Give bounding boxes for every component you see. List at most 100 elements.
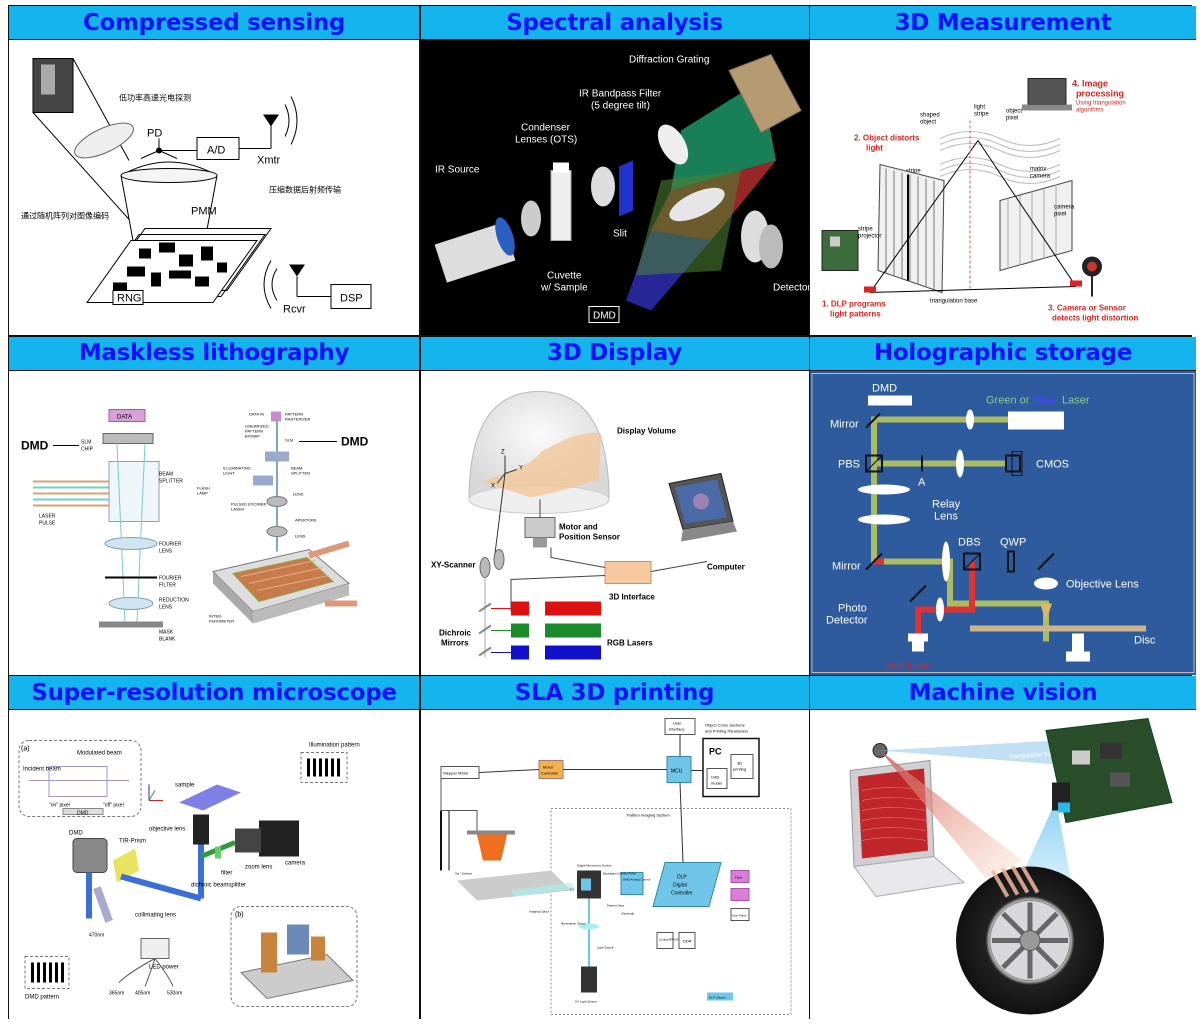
svg-text:Laser: Laser [1062, 394, 1090, 406]
svg-text:LENS: LENS [295, 533, 306, 538]
camera-plane [999, 179, 1073, 272]
panel-title: Holographic storage [873, 340, 1133, 366]
svg-text:LIGHT: LIGHT [223, 470, 235, 475]
svg-text:Pattern Imaging System: Pattern Imaging System [627, 813, 670, 818]
svg-text:collimating lens: collimating lens [135, 913, 176, 919]
objective-lens [193, 814, 209, 845]
dmd-label: DMD [593, 311, 616, 322]
svg-text:Motor: Motor [543, 765, 554, 770]
photo-detector [908, 633, 928, 641]
compressed-sensing-svg: PD A/D Xmtr 低功率高速光电探测 压缩数据后射频传输 通过随机阵列对图… [21, 58, 372, 316]
panel-title: SLA 3D printing [514, 679, 715, 706]
pbs [865, 454, 883, 472]
svg-text:Stepper Motor: Stepper Motor [443, 771, 469, 776]
svg-text:printing: printing [733, 767, 746, 772]
cn-top-label: 低功率高速光电探测 [119, 93, 191, 103]
pc-label: PC [709, 747, 722, 757]
svg-text:(5 degree tilt): (5 degree tilt) [591, 101, 650, 112]
svg-text:Illumination Optics: Illumination Optics [561, 922, 586, 926]
svg-text:Digital Micromirror Device: Digital Micromirror Device [577, 864, 612, 868]
svg-text:LED power: LED power [149, 965, 179, 971]
svg-text:PATTERN: PATTERN [285, 411, 303, 416]
panel-title: Super-resolution microscope [31, 679, 397, 706]
uv-light-source [580, 966, 597, 993]
detector-label: Detector [773, 283, 809, 294]
mirror-top-label: Mirror [830, 418, 859, 430]
motor [524, 516, 555, 538]
svg-text:TIR-Prism: TIR-Prism [119, 839, 146, 845]
ir-source [434, 222, 515, 283]
panel-title: 3D Measurement [894, 9, 1112, 36]
svg-text:matrix: matrix [1030, 167, 1046, 173]
triangulation-base-label: triangulation base [930, 299, 978, 305]
pattern-imaging-system [550, 808, 791, 1015]
reduction-lens [108, 596, 154, 610]
filter [215, 846, 221, 859]
receiver-antenna [289, 264, 305, 277]
svg-text:PULSE: PULSE [39, 520, 56, 526]
object-distorts-label: 2. Object distorts [854, 134, 920, 143]
svg-text:Lens: Lens [934, 510, 958, 522]
rcvr-label: Rcvr [283, 304, 306, 316]
beam-splitter [108, 460, 160, 522]
slit [618, 160, 633, 217]
svg-text:Lenses (OTS): Lenses (OTS) [515, 135, 577, 146]
relay-lens-1 [858, 484, 910, 494]
cn-left-label: 通过随机阵列对图像编码 [21, 211, 109, 221]
svg-text:FEROMETER: FEROMETER [209, 618, 234, 623]
svg-text:"off" pixel: "off" pixel [103, 803, 124, 809]
maskless-lithography-diagram: DMD SLM CHIP DATA LASER PULSE BEAM [9, 371, 419, 675]
panel-title: 3D Display [547, 340, 682, 366]
diffraction-grating [727, 53, 802, 134]
svg-text:stripe: stripe [906, 169, 921, 175]
dichroic-label: dichroic beamsplitter [191, 883, 246, 889]
svg-text:APERTURE: APERTURE [295, 517, 317, 522]
svg-text:Modulation Driving Pulse: Modulation Driving Pulse [603, 872, 637, 876]
svg-text:405nm: 405nm [135, 991, 150, 997]
svg-text:algorithms: algorithms [1076, 108, 1104, 114]
svg-text:UV Light Source: UV Light Source [575, 1000, 597, 1004]
dmd-label: DMD [872, 382, 897, 394]
xy-scanner-label: XY-Scanner [431, 560, 475, 569]
svg-text:Position Sensor: Position Sensor [559, 532, 620, 541]
panel-header: Maskless lithography [9, 336, 419, 371]
user-flash [730, 908, 749, 921]
svg-text:3D: 3D [737, 761, 742, 766]
svg-text:470nm: 470nm [89, 933, 104, 939]
sla-printing-diagram: User Interface Object Cross Sections and… [421, 710, 809, 1023]
svg-text:BEAM: BEAM [291, 465, 302, 470]
svg-text:Z: Z [501, 449, 505, 455]
panel-header: Super-resolution microscope [9, 676, 419, 710]
svg-text:(Optional): (Optional) [621, 912, 634, 916]
panel-header: 3D Display [420, 336, 809, 371]
svg-text:and Printing Parameters: and Printing Parameters [705, 729, 748, 734]
cuvette-label: Cuvette [547, 271, 582, 282]
motor-label: Motor and [559, 522, 598, 531]
xmtr-label: Xmtr [257, 155, 281, 167]
panel-header: Machine vision [810, 676, 1196, 710]
svg-text:PATTERN: PATTERN [245, 428, 263, 433]
3d-display-diagram: Z Y X Display Volume Motor and Position … [421, 371, 809, 675]
inset-a [18, 740, 142, 817]
svg-text:DLP Chipset: DLP Chipset [709, 996, 726, 1000]
svg-text:ILLUMINATING: ILLUMINATING [223, 465, 251, 470]
slit-label: Slit [613, 229, 627, 240]
led-power [140, 938, 170, 959]
panel-super-resolution-microscope: Super-resolution microscope (a) Modulate… [9, 676, 419, 1023]
svg-text:stripe: stripe [858, 227, 873, 233]
svg-text:Imaging Optics: Imaging Optics [529, 910, 550, 914]
laser-beam [880, 750, 1022, 879]
green-laser [510, 623, 529, 637]
svg-text:User Flash: User Flash [732, 914, 747, 918]
dlp-controller [651, 862, 722, 907]
cmos [1005, 454, 1021, 472]
svg-text:Blue: Blue [1032, 394, 1054, 406]
svg-text:"on" pixel: "on" pixel [49, 803, 70, 809]
svg-text:DMD Analog Control: DMD Analog Control [623, 878, 651, 882]
dbs-label: DBS [958, 536, 981, 548]
bottom-mirror [865, 552, 883, 570]
rng-label: RNG [117, 293, 141, 305]
svg-text:DMD: DMD [69, 831, 83, 837]
svg-text:pixel: pixel [1006, 116, 1018, 122]
sample-label: sample [175, 783, 195, 789]
